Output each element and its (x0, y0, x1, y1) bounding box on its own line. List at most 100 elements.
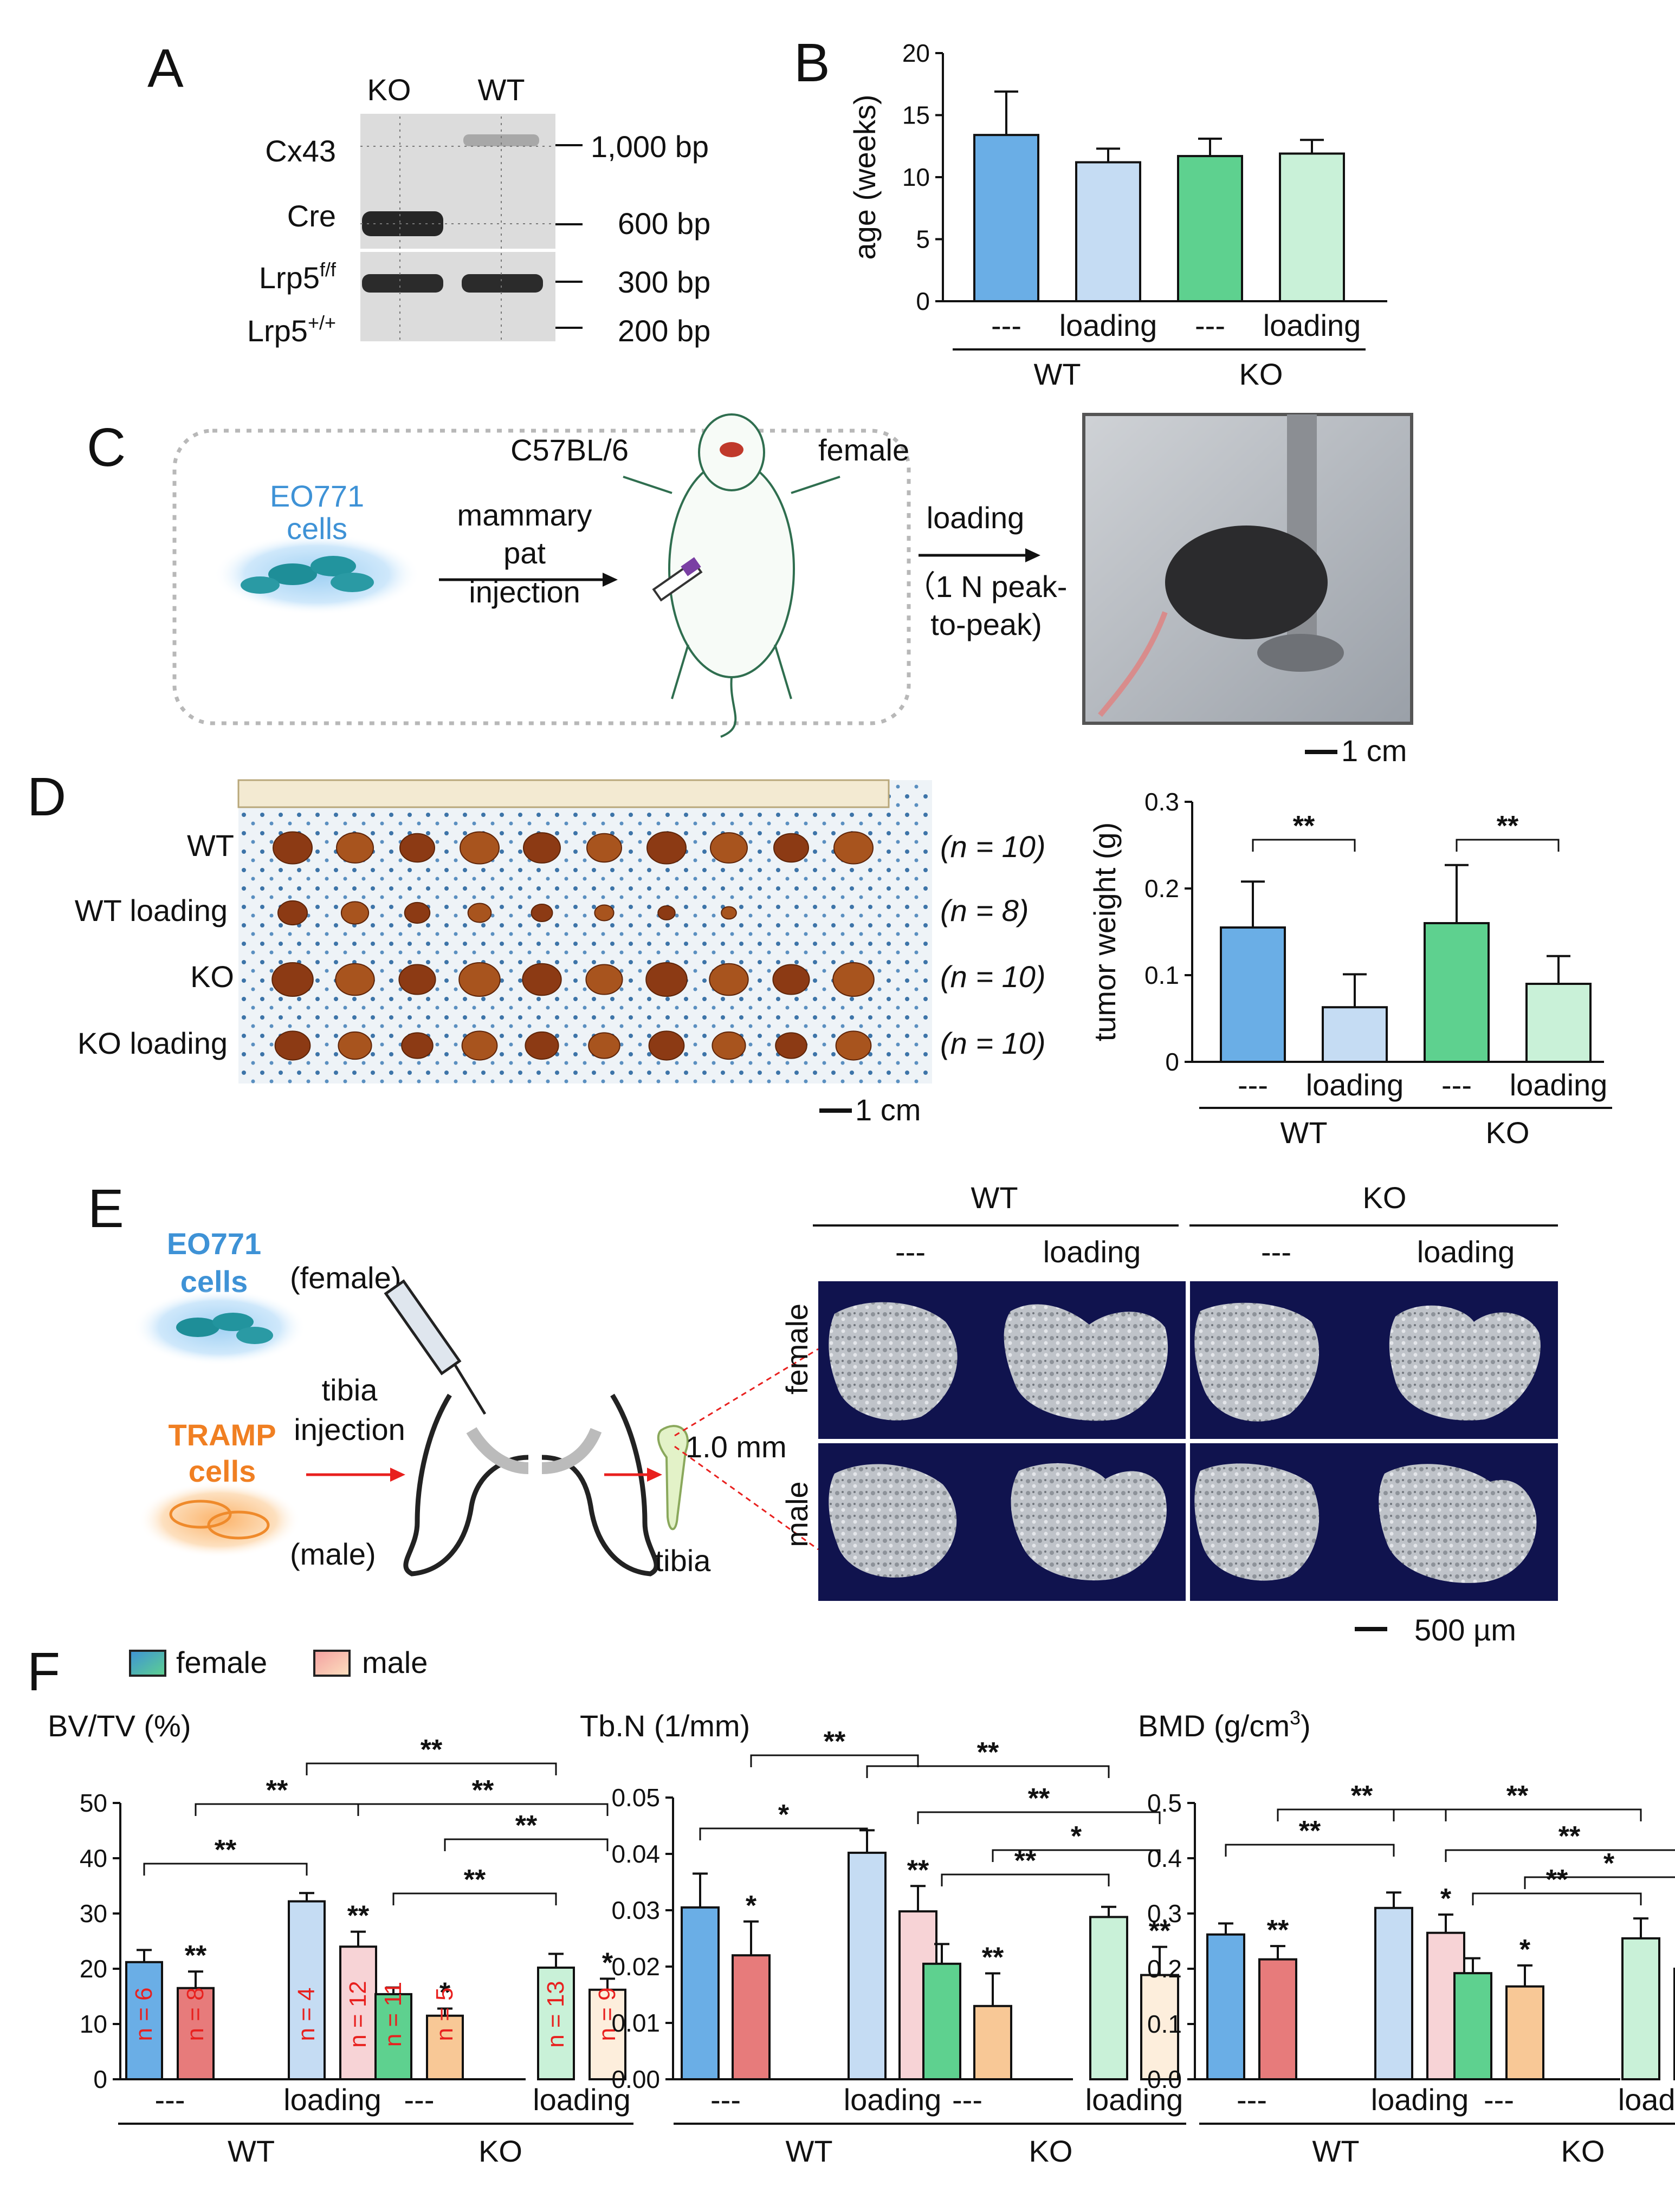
y-tick-label: 0.1 (1144, 961, 1179, 989)
bracket-label: ** (421, 1734, 443, 1766)
zoom-line-bottom (674, 1445, 819, 1551)
legend-label-female: female (176, 1645, 267, 1679)
row-label-female: female (780, 1303, 814, 1394)
tibia-arrowhead (647, 1468, 662, 1482)
significance-mark: * (746, 1890, 757, 1922)
bracket-label: * (1603, 1848, 1615, 1879)
x-category-label: loading (1059, 308, 1157, 342)
bar (1374, 1906, 1413, 2081)
tumor-sample (775, 1032, 807, 1059)
tumor-sample (835, 1030, 872, 1061)
y-tick-label: 0.3 (1147, 1899, 1182, 1928)
bar (537, 1966, 575, 2080)
x-category-label: --- (1441, 1068, 1472, 1102)
section-depth: 1.0 mm (685, 1430, 787, 1464)
tumor-row-label: WT (187, 828, 234, 862)
panel-a: A KO WT Cx43 Cre Lrp5f/f Lrp5+/+ 1,000 b… (147, 38, 710, 348)
significance-mark: ** (1267, 1915, 1289, 1946)
y-tick-label: 0.05 (611, 1783, 660, 1812)
x-category-label: --- (1195, 308, 1225, 342)
y-tick-label: 0.04 (611, 1840, 660, 1868)
significance-mark: * (602, 1947, 613, 1979)
legend-label-male: male (362, 1645, 428, 1679)
bracket-label: ** (1558, 1821, 1581, 1852)
mouse-strain: C57BL/6 (510, 433, 629, 467)
sample-size-label: n = 8 (182, 1987, 209, 2041)
significance-bracket (1472, 1892, 1642, 1905)
tumor-sample (772, 964, 810, 995)
lane-label-wt: WT (477, 73, 525, 107)
tumor-sample (525, 1031, 559, 1060)
tumor-sample (277, 900, 308, 926)
sample-size-label: n = 9 (594, 1987, 620, 2041)
sample-size-label: n = 12 (345, 1981, 371, 2048)
bar (922, 1962, 961, 2081)
x-group-label: KO (1561, 2134, 1605, 2168)
bracket-label: ** (977, 1737, 999, 1768)
tumor-sample (274, 1030, 311, 1061)
bar (973, 134, 1039, 302)
x-group-label: WT (1280, 1115, 1327, 1150)
bracket-label: ** (1506, 1780, 1529, 1812)
tumor-sample (773, 833, 809, 863)
x-category-label: loading (1263, 308, 1361, 342)
bracket-label: ** (1351, 1780, 1373, 1812)
cell-shape (331, 573, 374, 592)
eo771-sex: (female) (290, 1261, 401, 1295)
route-arrowhead (603, 573, 618, 587)
bar (1220, 926, 1286, 1063)
bar (177, 1987, 215, 2080)
significance-mark: * (439, 1977, 451, 2008)
bracket-label: * (1071, 1821, 1082, 1852)
bracket-label: ** (1299, 1815, 1321, 1847)
tumor-sample (833, 831, 874, 865)
x-category-label: --- (1237, 2083, 1267, 2117)
syringe-icon (384, 1279, 487, 1415)
tumor-sample (645, 962, 688, 997)
tumor-sample (336, 832, 374, 864)
tumor-sample (832, 962, 875, 997)
significance-bracket (1225, 1844, 1395, 1857)
panel-d: D WT WT loading KO KO loading (n = 10) (… (27, 767, 1612, 1150)
loading-platen (1257, 634, 1344, 672)
zoom-line-top (674, 1348, 819, 1437)
y-tick-label: 0.0 (1147, 2065, 1182, 2093)
gel-band-cx43-wt (463, 134, 539, 146)
bar (1505, 1985, 1544, 2080)
bar (1279, 152, 1345, 302)
x-category-label: loading (1085, 2083, 1184, 2117)
significance-mark: ** (347, 1900, 370, 1932)
group-label-wt: WT (971, 1180, 1018, 1215)
significance-bracket (1252, 839, 1356, 852)
condition-label: --- (1261, 1235, 1291, 1269)
tumor-sample (399, 833, 435, 863)
tumor-sample (523, 832, 561, 864)
bar (426, 2014, 464, 2080)
bracket-label: ** (464, 1864, 486, 1896)
tumor-row-label: KO (190, 959, 234, 994)
panel-c: C EO771 cells mammary pat injection C57B… (87, 413, 1413, 768)
x-group-label: KO (1029, 2134, 1073, 2168)
bar (1525, 983, 1592, 1063)
chart-title: Tb.N (1/mm) (580, 1709, 750, 1743)
marker-size-200: 200 bp (618, 314, 710, 348)
tumor-row-n: (n = 10) (940, 1026, 1046, 1060)
tumor-sample (467, 903, 492, 923)
cell-shape (169, 1500, 232, 1529)
cell-shape (236, 1327, 273, 1344)
loading-label-1: loading (927, 501, 1025, 535)
tumor-sample (710, 832, 748, 864)
y-tick-label: 0 (1165, 1048, 1179, 1076)
tumor-row-label: KO loading (77, 1026, 228, 1060)
condition-label: loading (1043, 1235, 1141, 1269)
route-line-2: pat (503, 536, 546, 570)
significance-bracket (357, 1803, 609, 1816)
x-category-label: --- (155, 2083, 185, 2117)
significance-bracket (941, 1873, 1110, 1886)
tumor-sample (401, 1032, 434, 1059)
x-category-label: --- (1238, 1068, 1268, 1102)
significance-bracket (1277, 1808, 1447, 1821)
gel-band-lrp5-ko (362, 274, 443, 293)
